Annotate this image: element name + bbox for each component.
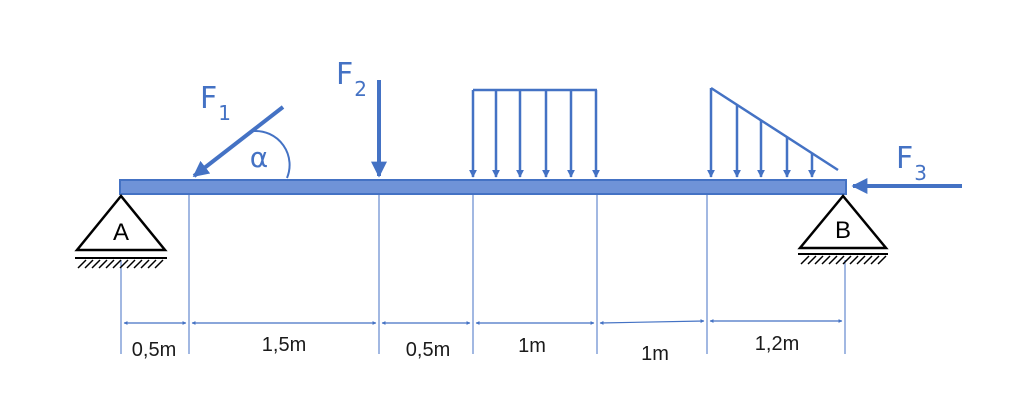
triangular-load <box>706 86 839 178</box>
support-a-label: A <box>113 219 129 246</box>
dim-label-5: 1m <box>641 343 669 365</box>
uniform-load <box>468 88 601 178</box>
support-b: B <box>797 194 889 265</box>
f3-subscript: 3 <box>914 161 927 185</box>
svg-text:F2: F2 <box>336 57 367 101</box>
angle-alpha: α <box>250 141 268 174</box>
dim-label-4: 1m <box>518 335 546 357</box>
f2-letter: F <box>336 57 353 92</box>
dim-label-2: 1,5m <box>262 334 306 356</box>
f2-subscript: 2 <box>354 77 367 101</box>
dim-label-1: 0,5m <box>132 339 176 361</box>
svg-text:F1: F1 <box>200 81 231 125</box>
dimension-labels: 0,5m 1,5m 0,5m 1m 1m 1,2m <box>132 333 799 365</box>
f1-letter: F <box>200 81 217 116</box>
angle-arc <box>253 129 291 179</box>
force-f1: α F1 <box>192 81 291 179</box>
guide-lines <box>120 195 846 354</box>
force-f3: F3 <box>851 141 962 194</box>
dimension-arrows <box>123 319 843 325</box>
dim-label-3: 0,5m <box>406 339 450 361</box>
dim-label-6: 1,2m <box>755 333 799 355</box>
support-b-label: B <box>835 217 851 244</box>
f1-subscript: 1 <box>218 101 231 125</box>
beam <box>119 179 847 195</box>
f3-letter: F <box>896 141 913 176</box>
svg-text:F3: F3 <box>896 141 927 185</box>
force-f2: F2 <box>336 57 387 178</box>
support-a: A <box>74 194 168 269</box>
